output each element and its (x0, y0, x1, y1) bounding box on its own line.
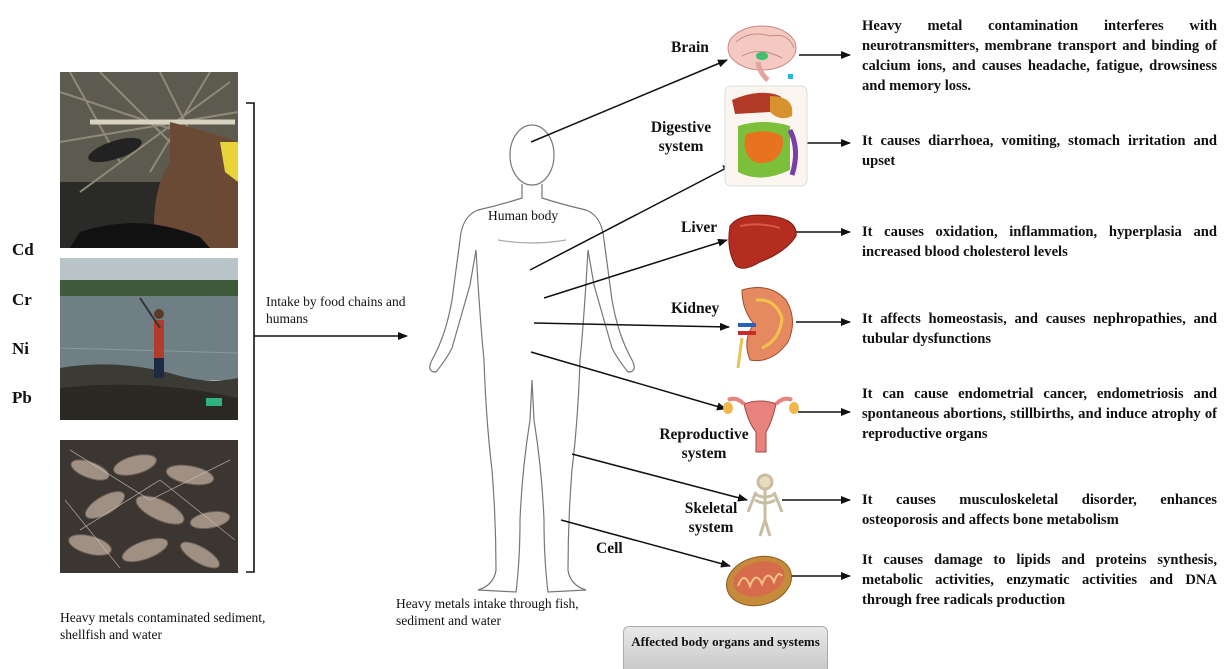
liver-icon (729, 215, 796, 268)
organ-label-cell: Cell (596, 539, 623, 558)
bottom-caption: Heavy metals intake through fish, sedime… (396, 595, 596, 629)
human-body-outline (430, 125, 635, 592)
arrow-to-kidney (534, 323, 729, 327)
organ-label-kidney: Kidney (671, 299, 719, 318)
kidney-icon (738, 288, 793, 368)
organ-label-brain: Brain (671, 38, 709, 57)
digestive-system-icon (725, 86, 807, 186)
arrow-to-reproductive (531, 352, 726, 409)
effect-cell: It causes damage to lipids and proteins … (862, 550, 1217, 610)
affected-organs-footer: Affected body organs and systems (623, 626, 828, 669)
effect-liver: It causes oxidation, inflammation, hyper… (862, 222, 1217, 262)
effect-skeletal: It causes musculoskeletal disorder, enha… (862, 490, 1217, 530)
skeleton-icon (748, 475, 782, 536)
effect-brain: Heavy metal contamination interferes wit… (862, 16, 1217, 96)
effect-digestive: It causes diarrhoea, vomiting, stomach i… (862, 131, 1217, 171)
bracket (246, 103, 254, 572)
human-body-label: Human body (488, 207, 558, 224)
organ-label-reproductive: Reproductive system (648, 425, 760, 463)
organ-label-liver: Liver (681, 218, 717, 237)
effect-kidney: It affects homeostasis, and causes nephr… (862, 309, 1217, 349)
effect-reproductive: It can cause endometrial cancer, endomet… (862, 384, 1217, 444)
intake-label: Intake by food chains and humans (266, 293, 416, 327)
mitochondrion-icon (721, 549, 797, 612)
organ-label-skeletal: Skeletal system (676, 499, 746, 537)
brain-icon (728, 26, 796, 80)
organ-label-digestive: Digestive system (641, 118, 721, 156)
